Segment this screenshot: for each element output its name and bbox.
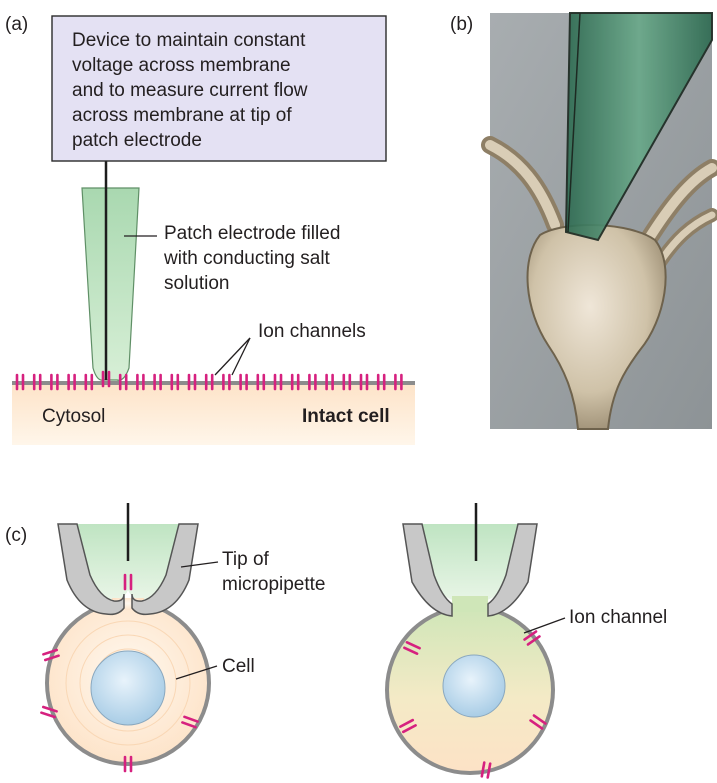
- ion-channel: [480, 761, 492, 779]
- ion-channel: [118, 373, 128, 391]
- electrode-label: Patch electrode filled with conducting s…: [163, 223, 346, 294]
- cell-attached-configuration: [40, 503, 211, 773]
- micropipette-wall-right-2: [487, 523, 538, 617]
- panel-b-letter: (b): [450, 14, 473, 35]
- ion-channel: [376, 373, 386, 391]
- ion-channels-leader-1: [214, 337, 251, 376]
- ion-channel: [84, 373, 94, 391]
- tip-leader: [180, 561, 219, 568]
- ion-channels-label: Ion channels: [258, 321, 366, 342]
- ion-channel: [67, 373, 76, 391]
- ion-channel: [153, 373, 162, 391]
- ion-channel: [222, 373, 231, 391]
- ion-channel: [403, 641, 421, 655]
- ion-channel: [273, 373, 283, 391]
- cytosol-label: Cytosol: [42, 406, 105, 427]
- ion-channel-under-electrode: [101, 370, 111, 388]
- ion-channel: [308, 373, 317, 391]
- ion-channel-label: Ion channel: [569, 607, 667, 628]
- ion-channel: [187, 373, 197, 391]
- ion-channel: [325, 373, 334, 391]
- ion-channel: [123, 573, 133, 591]
- whole-cell-configuration: [385, 503, 555, 779]
- ion-channels-leader-2: [231, 337, 251, 376]
- ion-channel: [181, 715, 199, 729]
- ion-channel: [42, 648, 60, 662]
- ion-channel: [136, 373, 145, 391]
- ion-channel-leader: [523, 617, 566, 634]
- cell-ion-channels-right: [399, 630, 547, 779]
- micropipette-wall-left: [57, 523, 125, 616]
- device-box-text: Device to maintain constant voltage acro…: [72, 30, 313, 151]
- micropipette-wall-right: [131, 523, 199, 616]
- neuron-micrograph: [481, 12, 717, 430]
- ion-channel: [32, 373, 42, 391]
- panel-a-letter: (a): [5, 14, 28, 35]
- membrane-ion-channels: [15, 370, 403, 391]
- device-box: [51, 15, 387, 162]
- ion-channel: [399, 718, 417, 734]
- ion-channel: [394, 373, 403, 391]
- ion-channel: [15, 373, 25, 391]
- nucleus-left: [90, 650, 166, 726]
- ion-channel: [204, 373, 214, 391]
- ion-channel: [342, 373, 352, 391]
- ion-channel: [256, 373, 266, 391]
- patch-electrode: [81, 160, 140, 381]
- panel-c-letter: (c): [5, 525, 27, 546]
- ion-channel: [529, 714, 547, 730]
- intact-cell-label: Intact cell: [302, 406, 390, 427]
- cell-label: Cell: [222, 656, 255, 677]
- ion-channel: [239, 373, 248, 391]
- ion-channel: [523, 630, 541, 646]
- ion-channel: [40, 705, 58, 719]
- micropipette-wall-left-2: [402, 523, 453, 617]
- ion-channel: [170, 373, 180, 391]
- ion-channel: [359, 373, 369, 391]
- ion-channel: [290, 373, 300, 391]
- tip-label: Tip of micropipette: [222, 549, 326, 595]
- cell-leader: [175, 665, 218, 680]
- ion-channel: [50, 373, 59, 391]
- ion-channel: [123, 755, 133, 773]
- nucleus-right: [442, 654, 506, 718]
- cell-ion-channels-left: [40, 573, 199, 773]
- cytosol-region: [12, 383, 415, 445]
